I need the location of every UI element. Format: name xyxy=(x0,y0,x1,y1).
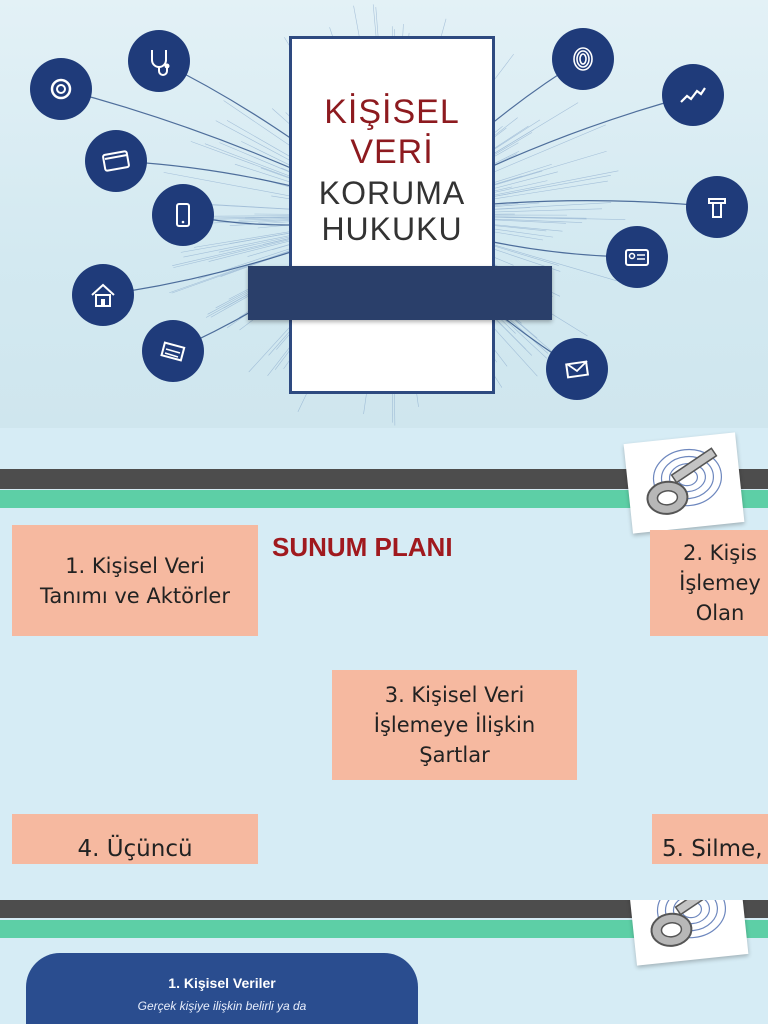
documents-icon xyxy=(142,320,204,382)
title-box: KİŞİSEL VERİ KORUMA HUKUKU xyxy=(289,36,495,394)
title-line-2: VERİ xyxy=(350,133,434,171)
id-card-icon xyxy=(606,226,668,288)
cover-slide: KİŞİSEL VERİ KORUMA HUKUKU xyxy=(0,0,768,428)
title-line-3: KORUMA xyxy=(318,175,466,211)
at-sign-icon xyxy=(30,58,92,120)
definition-title: 1. Kişisel Veriler xyxy=(168,975,276,991)
title-line-1: KİŞİSEL xyxy=(324,93,460,131)
plan-item-4[interactable]: 4. Üçüncü xyxy=(12,814,258,864)
header-strip-dark xyxy=(0,469,768,489)
plan-item-text: İşlemey xyxy=(679,571,761,595)
plan-item-text: Olan xyxy=(695,601,745,625)
house-icon xyxy=(72,264,134,326)
stethoscope-icon xyxy=(128,30,190,92)
plan-item-text: 4. Üçüncü xyxy=(77,836,193,862)
plan-item-text: Tanımı ve Aktörler xyxy=(40,583,230,608)
title-band xyxy=(248,266,552,320)
title-line-4: HUKUKU xyxy=(321,211,463,247)
plan-title: SUNUM PLANI xyxy=(272,532,453,562)
fingerprint-icon xyxy=(552,28,614,90)
plan-item-5[interactable]: 5. Silme, xyxy=(652,814,768,864)
definition-card: 1. Kişisel Veriler Gerçek kişiye ilişkin… xyxy=(26,953,418,1024)
key-fingerprint-image xyxy=(623,432,745,534)
credit-card-icon xyxy=(85,130,147,192)
podium-icon xyxy=(686,176,748,238)
stock-chart-icon xyxy=(662,64,724,126)
header-strip-green xyxy=(0,490,768,508)
plan-item-text: 3. Kişisel Veri xyxy=(384,683,525,707)
plan-item-text: 1. Kişisel Veri xyxy=(65,553,205,578)
plan-item-text: 2. Kişis xyxy=(682,541,758,565)
plan-item-text: Şartlar xyxy=(419,743,490,767)
header-strip-dark xyxy=(0,900,768,918)
key-fingerprint-image xyxy=(627,900,749,966)
envelope-icon xyxy=(546,338,608,400)
plan-item-text: İşlemeye İlişkin xyxy=(373,713,536,737)
mobile-phone-icon xyxy=(152,184,214,246)
definition-slide: 1. Kişisel Veriler Gerçek kişiye ilişkin… xyxy=(0,900,768,1024)
definition-text: Gerçek kişiye ilişkin belirli ya da xyxy=(137,999,307,1013)
header-strip-green xyxy=(0,920,768,938)
plan-item-text: 5. Silme, xyxy=(662,836,763,862)
